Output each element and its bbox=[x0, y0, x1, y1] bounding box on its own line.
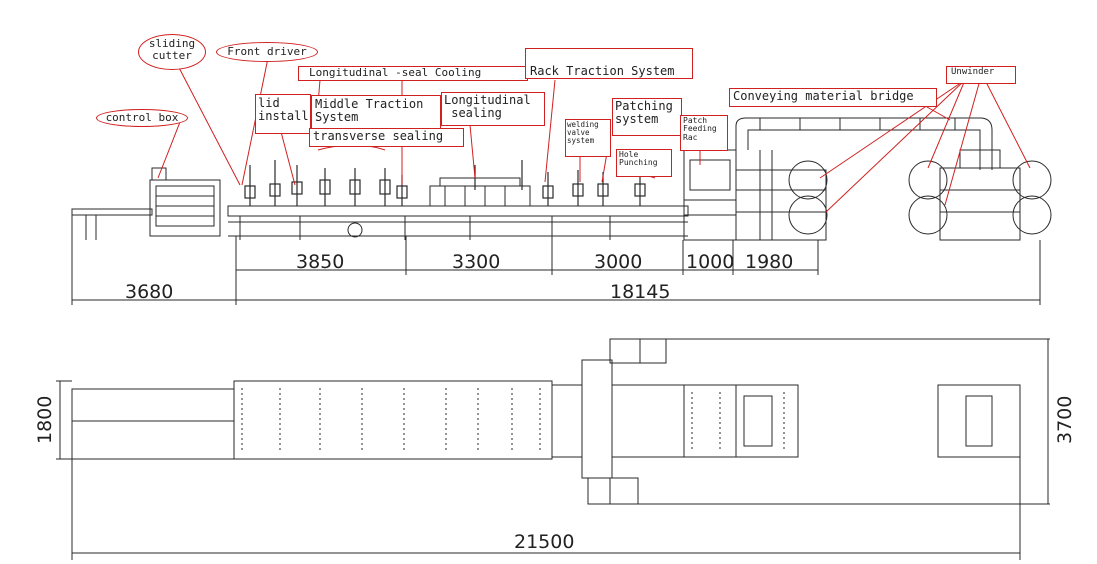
rack-traction-label: Rack Traction System bbox=[525, 48, 693, 79]
dim-3000: 3000 bbox=[594, 251, 643, 273]
front-driver-label: Front driver bbox=[216, 42, 318, 62]
lid-install-label: lid install bbox=[255, 94, 311, 134]
dim-18145: 18145 bbox=[610, 281, 671, 303]
middle-traction-label: Middle Traction System bbox=[311, 95, 441, 131]
dim-3850: 3850 bbox=[296, 251, 345, 273]
dim-3700: 3700 bbox=[1054, 395, 1076, 444]
welding-valve-label: welding valve system bbox=[565, 119, 611, 157]
longitudinal-seal-cooling-label: Longitudinal -seal Cooling bbox=[298, 66, 528, 81]
top-view bbox=[56, 338, 1050, 560]
patching-system-label: Patching system bbox=[612, 98, 682, 136]
unwinder-label: Unwinder bbox=[946, 66, 1016, 84]
hole-punching-label: Hole Punching bbox=[616, 149, 672, 177]
control-box-label: control box bbox=[96, 109, 188, 127]
dim-3300: 3300 bbox=[452, 251, 501, 273]
dim-1800: 1800 bbox=[34, 395, 56, 444]
conveying-bridge-label: Conveying material bridge bbox=[729, 88, 937, 107]
dim-1980: 1980 bbox=[745, 251, 794, 273]
dim-1000: 1000 bbox=[686, 251, 735, 273]
sliding-cutter-label: sliding cutter bbox=[138, 34, 206, 70]
side-dimension-lines bbox=[71, 215, 1041, 305]
dim-3680: 3680 bbox=[125, 281, 174, 303]
dim-21500: 21500 bbox=[514, 531, 575, 553]
transverse-sealing-label: transverse sealing bbox=[309, 128, 464, 147]
side-view bbox=[71, 117, 1052, 241]
patch-feeding-label: Patch Feeding Rac bbox=[680, 115, 728, 151]
longitudinal-sealing-label: Longitudinal sealing bbox=[441, 92, 545, 126]
